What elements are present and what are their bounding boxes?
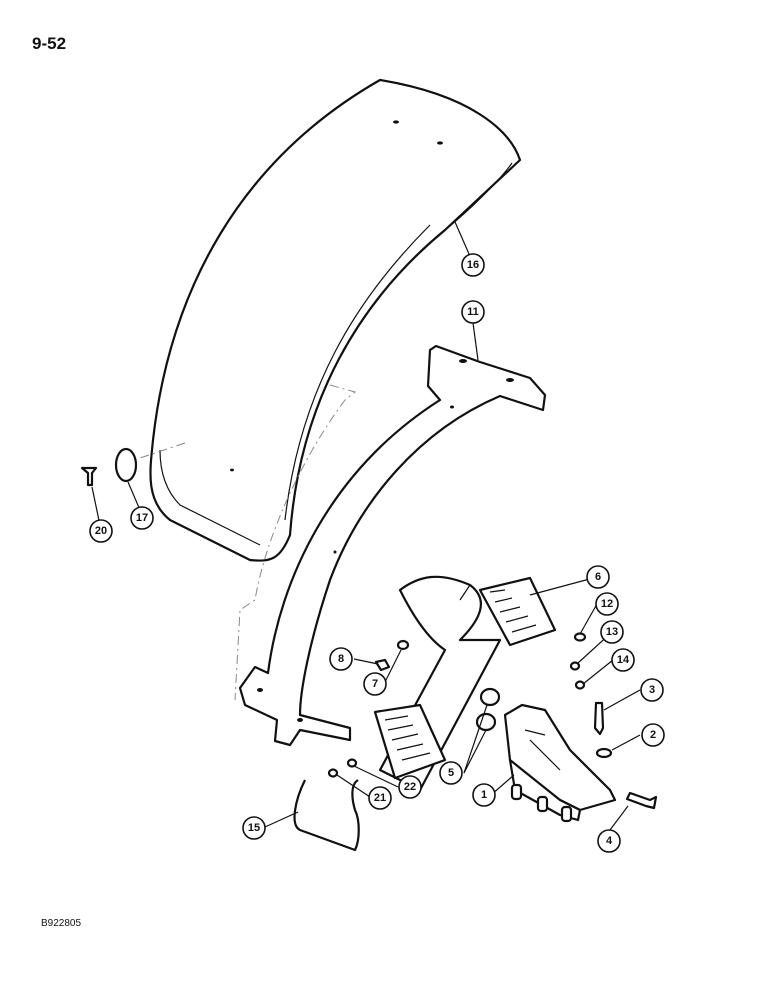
mounting-bracket-part: [503, 703, 617, 823]
svg-text:2: 2: [650, 729, 656, 741]
callout-13: 13: [600, 620, 624, 644]
svg-text:21: 21: [374, 792, 386, 804]
callout-21: 21: [368, 786, 392, 810]
callout-2: 2: [641, 723, 665, 747]
svg-text:13: 13: [606, 626, 618, 638]
callout-17: 17: [130, 506, 154, 530]
handle-part: [293, 779, 360, 852]
svg-text:3: 3: [649, 684, 655, 696]
leader-lines: [91, 221, 641, 831]
svg-text:7: 7: [372, 678, 378, 690]
callout-8: 8: [329, 647, 353, 671]
step-assembly-part: [373, 575, 557, 792]
svg-text:1: 1: [481, 789, 487, 801]
callout-14: 14: [611, 648, 635, 672]
svg-text:12: 12: [601, 598, 613, 610]
svg-text:20: 20: [95, 525, 107, 537]
callout-6: 6: [586, 565, 610, 589]
figure-code: B922805: [41, 918, 82, 929]
svg-text:5: 5: [448, 767, 454, 779]
callout-3: 3: [640, 678, 664, 702]
callout-15: 15: [242, 816, 266, 840]
callout-4: 4: [597, 829, 621, 853]
svg-text:15: 15: [248, 822, 260, 834]
step-tread-slots: [384, 589, 537, 761]
fender-bracket-part: [234, 344, 547, 747]
callout-1: 1: [472, 783, 496, 807]
svg-text:16: 16: [467, 259, 479, 271]
svg-text:14: 14: [617, 654, 630, 666]
svg-text:6: 6: [595, 571, 601, 583]
callout-22: 22: [398, 775, 422, 799]
callout-16: 16: [461, 253, 485, 277]
callout-7: 7: [363, 672, 387, 696]
callout-5: 5: [439, 761, 463, 785]
page-number: 9-52: [32, 34, 67, 53]
hardware-parts: [80, 447, 658, 810]
callout-11: 11: [461, 300, 485, 324]
svg-text:17: 17: [136, 512, 148, 524]
svg-text:4: 4: [606, 835, 613, 847]
svg-text:22: 22: [404, 781, 416, 793]
svg-text:11: 11: [467, 306, 479, 318]
svg-text:8: 8: [338, 653, 344, 665]
fender-part: [139, 78, 522, 562]
callout-20: 20: [89, 519, 113, 543]
callout-12: 12: [595, 592, 619, 616]
